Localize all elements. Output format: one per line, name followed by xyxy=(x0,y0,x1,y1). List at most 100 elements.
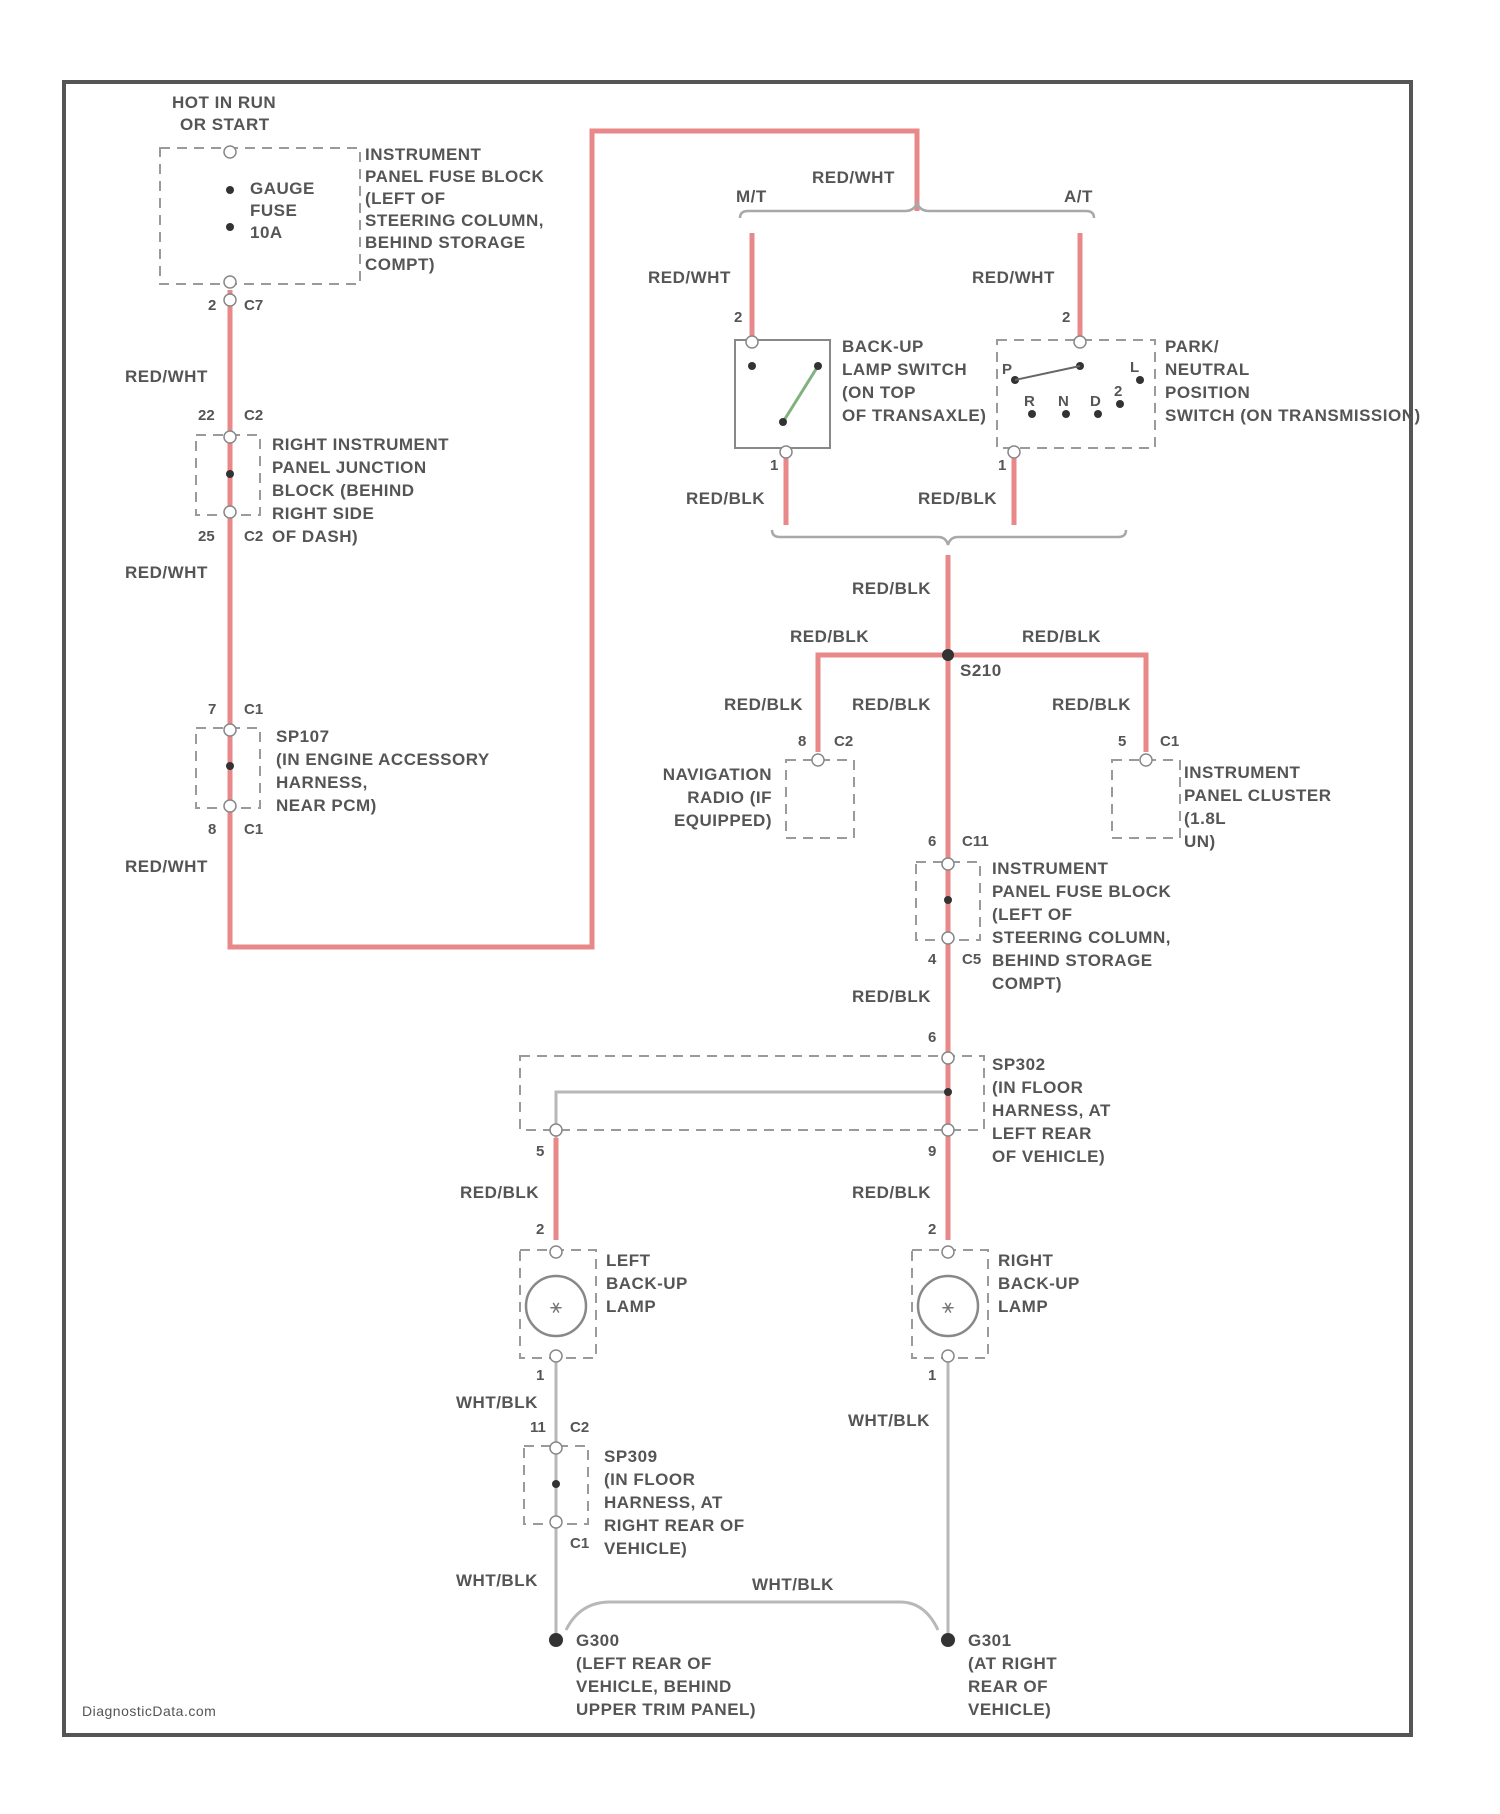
sp309-l0: SP309 xyxy=(604,1447,658,1466)
ipc-l1: PANEL CLUSTER xyxy=(1184,786,1332,805)
sp302-l4: OF VEHICLE) xyxy=(992,1147,1105,1166)
dot-at-n xyxy=(1062,410,1070,418)
connector-fuse-out xyxy=(224,276,236,288)
label-g301: G301 (AT RIGHT REAR OF VEHICLE) xyxy=(968,1631,1057,1719)
dot-sp302 xyxy=(944,1088,952,1096)
sw-l: L xyxy=(1130,359,1139,376)
connector-at-out xyxy=(1008,446,1020,458)
connector-c11 xyxy=(942,858,954,870)
label-g300: G300 (LEFT REAR OF VEHICLE, BEHIND UPPER… xyxy=(576,1631,756,1719)
wire-label-redblk-5: RED/BLK xyxy=(1022,627,1101,646)
ipfb-mid-l5: COMPT) xyxy=(992,974,1062,993)
sw-p: P xyxy=(1002,361,1012,378)
wire-label-redwht-2: RED/WHT xyxy=(125,563,208,582)
ipc-l0: INSTRUMENT xyxy=(1184,763,1301,782)
ipfb-top-l1: PANEL FUSE BLOCK xyxy=(365,167,544,186)
hot-run-l1: OR START xyxy=(180,115,270,134)
wire-label-redwht-4: RED/WHT xyxy=(812,168,895,187)
g300-l3: UPPER TRIM PANEL) xyxy=(576,1700,756,1719)
connector-sp302-right xyxy=(942,1124,954,1136)
splice-s210 xyxy=(942,649,954,661)
sp309-l1: (IN FLOOR xyxy=(604,1470,695,1489)
label-gauge-fuse: GAUGE FUSE 10A xyxy=(250,179,315,242)
bottom-brace xyxy=(772,530,1126,545)
dot-at-l xyxy=(1136,376,1144,384)
connector-at-in xyxy=(1074,336,1086,348)
sp309-l2: HARNESS, AT xyxy=(604,1493,723,1512)
dot-at-2 xyxy=(1116,400,1124,408)
connector-sp302-left xyxy=(550,1124,562,1136)
connector-c5 xyxy=(942,932,954,944)
label-ipc: INSTRUMENT PANEL CLUSTER (1.8L UN) xyxy=(1184,763,1332,851)
pin-c1: C1 xyxy=(570,1535,589,1552)
dot-fuse-a xyxy=(226,186,234,194)
g301-l3: VEHICLE) xyxy=(968,1700,1051,1719)
pin-2-c7: 2 xyxy=(208,297,216,314)
sp107-l2: HARNESS, xyxy=(276,773,368,792)
backup-switch-l1: LAMP SWITCH xyxy=(842,360,967,379)
connector-mt-in xyxy=(746,336,758,348)
dot-sp309 xyxy=(552,1480,560,1488)
pin-c1-ipc: C1 xyxy=(1160,733,1179,750)
pin-2a: 2 xyxy=(734,309,742,326)
ripjb-l1: PANEL JUNCTION xyxy=(272,458,427,477)
ipfb-mid-l1: PANEL FUSE BLOCK xyxy=(992,882,1171,901)
wire-label-redwht-1: RED/WHT xyxy=(125,367,208,386)
backup-switch-l0: BACK-UP xyxy=(842,337,924,356)
right-lamp-filament-icon: ⚹ xyxy=(942,1296,954,1318)
dot-mt-b xyxy=(814,362,822,370)
wire-label-redblk-4: RED/BLK xyxy=(790,627,869,646)
wire-label-whtblk-2: WHT/BLK xyxy=(848,1411,930,1430)
pin-c7: C7 xyxy=(244,297,263,314)
hot-run-l0: HOT IN RUN xyxy=(172,93,276,112)
dot-fuse-b xyxy=(226,223,234,231)
gauge-fuse-l0: GAUGE xyxy=(250,179,315,198)
pin-c1-top: C1 xyxy=(244,821,263,838)
pin-6: 6 xyxy=(928,833,936,850)
ipfb-mid-l4: BEHIND STORAGE xyxy=(992,951,1153,970)
pin-c11: C11 xyxy=(962,833,989,850)
right-lamp-l2: LAMP xyxy=(998,1297,1048,1316)
ipfb-top-l0: INSTRUMENT xyxy=(365,145,482,164)
footer-text: DiagnosticData.com xyxy=(82,1703,216,1719)
sw-r: R xyxy=(1024,393,1035,410)
pnp-switch-l0: PARK/ xyxy=(1165,337,1219,356)
dot-mt-a xyxy=(748,362,756,370)
dot-at-r xyxy=(1028,410,1036,418)
ripjb-l3: RIGHT SIDE xyxy=(272,504,374,523)
pin-22: 22 xyxy=(198,407,215,424)
connector-sp309-in xyxy=(550,1442,562,1454)
label-ipfb-mid: INSTRUMENT PANEL FUSE BLOCK (LEFT OF STE… xyxy=(992,859,1171,993)
label-sp309: SP309 (IN FLOOR HARNESS, AT RIGHT REAR O… xyxy=(604,1447,745,1558)
pin-1c: 1 xyxy=(536,1367,544,1384)
nav-box xyxy=(786,760,854,838)
wire-label-redblk-1: RED/BLK xyxy=(686,489,765,508)
wire-grey-splice-bus xyxy=(556,1092,948,1138)
pin-5: 5 xyxy=(1118,733,1126,750)
sp107-l0: SP107 xyxy=(276,727,330,746)
connector-top xyxy=(224,146,236,158)
g300-l2: VEHICLE, BEHIND xyxy=(576,1677,732,1696)
wire-labels: RED/WHT RED/WHT RED/WHT RED/WHT RED/WHT … xyxy=(125,168,1131,1594)
sw-d: D xyxy=(1090,393,1101,410)
g300-l1: (LEFT REAR OF xyxy=(576,1654,712,1673)
nav-l1: RADIO (IF xyxy=(687,788,772,807)
g301-l0: G301 xyxy=(968,1631,1012,1650)
pin-5b: 5 xyxy=(536,1143,544,1160)
ground-g301-icon xyxy=(941,1633,955,1647)
sp302-l0: SP302 xyxy=(992,1055,1046,1074)
wire-label-whtblk-4: WHT/BLK xyxy=(752,1575,834,1594)
pin-1b: 1 xyxy=(998,457,1006,474)
sp309-l3: RIGHT REAR OF xyxy=(604,1516,745,1535)
pnp-switch-l3: SWITCH (ON TRANSMISSION) xyxy=(1165,406,1421,425)
pin-2c: 2 xyxy=(536,1221,544,1238)
wire-label-redwht-3: RED/WHT xyxy=(125,857,208,876)
wire-label-redblk-9: RED/BLK xyxy=(852,987,931,1006)
ipc-l3: UN) xyxy=(1184,832,1216,851)
label-sp107: SP107 (IN ENGINE ACCESSORY HARNESS, NEAR… xyxy=(276,727,490,815)
pin-c1-sp107: C1 xyxy=(244,701,263,718)
connector-c2b xyxy=(224,506,236,518)
left-lamp-l0: LEFT xyxy=(606,1251,651,1270)
pin-11: 11 xyxy=(530,1419,546,1436)
